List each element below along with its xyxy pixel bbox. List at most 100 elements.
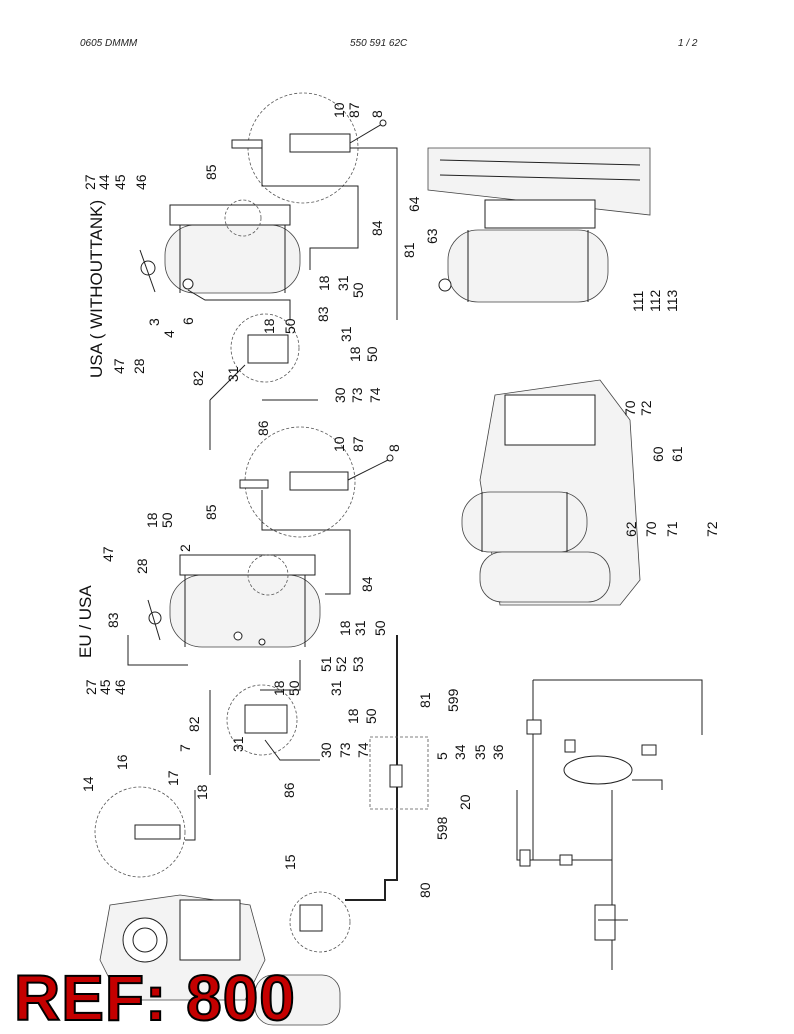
callout-73: 73 (337, 742, 353, 758)
upper-right-machine (427, 147, 651, 303)
callout-87: 87 (350, 436, 366, 452)
callout-50: 50 (286, 680, 302, 696)
callout-111: 111 (630, 291, 646, 312)
callout-71: 71 (664, 521, 680, 537)
ref-badge: REF: 800 (13, 962, 296, 1034)
callout-44: 44 (96, 174, 112, 190)
callout-70: 70 (643, 521, 659, 537)
callout-34: 34 (452, 744, 468, 760)
title-eu-usa: EU / USA (76, 585, 95, 658)
upper-assembly (139, 92, 651, 450)
callout-28: 28 (131, 358, 147, 374)
callout-84: 84 (359, 576, 375, 592)
callout-50: 50 (282, 318, 298, 334)
callout-63: 63 (424, 228, 440, 244)
callout-74: 74 (355, 742, 371, 758)
callout-7: 7 (177, 744, 193, 752)
callout-2: 2 (177, 544, 193, 552)
callout-50: 50 (364, 346, 380, 362)
callout-15: 15 (282, 854, 298, 870)
callout-45: 45 (97, 679, 113, 695)
header-doc-code: 0605 DMMM (80, 38, 138, 49)
callout-81: 81 (401, 242, 417, 258)
callout-70: 70 (622, 400, 638, 416)
engine-flywheel (122, 917, 168, 963)
upper-valve-block (247, 334, 289, 364)
callout-45: 45 (112, 174, 128, 190)
callout-18: 18 (337, 620, 353, 636)
callout-30: 30 (318, 742, 334, 758)
callout-50: 50 (350, 282, 366, 298)
callout-27: 27 (82, 174, 98, 190)
engine-assembly (99, 894, 341, 1026)
callout-6: 6 (180, 317, 196, 325)
callout-20: 20 (457, 794, 473, 810)
callout-72: 72 (704, 521, 720, 537)
callout-17: 17 (165, 770, 181, 786)
callout-86: 86 (281, 782, 297, 798)
callout-8: 8 (386, 444, 402, 452)
schematic-receiver (563, 755, 633, 785)
callout-598: 598 (434, 816, 450, 840)
header-part-number: 550 591 62C (350, 38, 408, 49)
callout-60: 60 (650, 446, 666, 462)
callout-47: 47 (111, 358, 127, 374)
callout-4: 4 (161, 330, 177, 338)
callout-18: 18 (347, 346, 363, 362)
callout-18: 18 (194, 784, 210, 800)
callout-85: 85 (203, 504, 219, 520)
callout-81: 81 (417, 692, 433, 708)
callout-3: 3 (146, 318, 162, 326)
callout-10: 10 (331, 436, 347, 452)
upper-right-tank (447, 229, 609, 303)
callout-47: 47 (100, 546, 116, 562)
callout-62: 62 (623, 521, 639, 537)
callout-18: 18 (144, 512, 160, 528)
callout-18: 18 (261, 318, 277, 334)
callout-14: 14 (80, 776, 96, 792)
callout-16: 16 (114, 754, 130, 770)
lower-right-tank (461, 491, 588, 553)
callout-18: 18 (316, 275, 332, 291)
callout-64: 64 (406, 196, 422, 212)
callout-83: 83 (105, 612, 121, 628)
gauge-icon (140, 260, 156, 276)
callout-35: 35 (472, 744, 488, 760)
callout-31: 31 (230, 736, 246, 752)
callout-31: 31 (352, 620, 368, 636)
callout-87: 87 (346, 102, 362, 118)
callout-85: 85 (203, 164, 219, 180)
callout-46: 46 (133, 174, 149, 190)
upper-bracket (169, 204, 291, 226)
lower-right-machine (461, 379, 641, 606)
callout-31: 31 (335, 275, 351, 291)
callout-31: 31 (225, 366, 241, 382)
callout-74: 74 (367, 387, 383, 403)
callout-31: 31 (328, 680, 344, 696)
callout-86: 86 (255, 420, 271, 436)
callout-51: 51 (318, 656, 334, 672)
lower-bracket (179, 554, 316, 576)
callout-53: 53 (350, 656, 366, 672)
callout-50: 50 (363, 708, 379, 724)
callout-83: 83 (315, 306, 331, 322)
callout-73: 73 (349, 387, 365, 403)
callout-52: 52 (333, 656, 349, 672)
lower-assembly (94, 379, 703, 1026)
callout-28: 28 (134, 558, 150, 574)
pneumatic-schematic (516, 679, 703, 970)
title-usa-without-tank: USA ( WITHOUTTANK) (87, 200, 106, 378)
lower-valve-block (244, 704, 288, 734)
callout-82: 82 (186, 716, 202, 732)
callout-72: 72 (638, 400, 654, 416)
callout-112: 112 (647, 289, 663, 312)
callout-36: 36 (490, 744, 506, 760)
callout-50: 50 (372, 620, 388, 636)
callout-8: 8 (369, 110, 385, 118)
header-page-number: 1 / 2 (678, 38, 698, 49)
callout-18: 18 (271, 680, 287, 696)
callout-113: 113 (664, 289, 680, 312)
callout-50: 50 (159, 512, 175, 528)
